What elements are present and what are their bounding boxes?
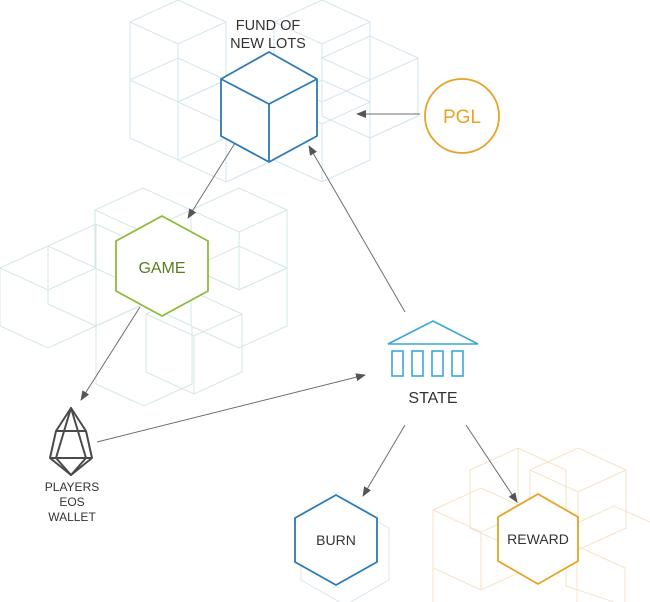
- wallet-node: PLAYERS EOS WALLET: [45, 407, 99, 524]
- state-label: STATE: [408, 390, 457, 407]
- cube-icon: [220, 51, 318, 163]
- reward-node: REWARD: [497, 492, 579, 586]
- fund-node: FUND OF NEW LOTS: [220, 18, 318, 163]
- game-label: GAME: [138, 260, 185, 277]
- pgl-node: PGL: [424, 78, 500, 154]
- pgl-circle: [424, 78, 500, 154]
- fund-label-line2: NEW LOTS: [230, 36, 306, 52]
- connectors: [80, 110, 518, 503]
- eos-logo-icon: [49, 407, 93, 476]
- burn-node: BURN: [294, 493, 378, 587]
- wallet-label-line3: WALLET: [48, 510, 96, 524]
- reward-label: REWARD: [507, 531, 569, 547]
- arrow-state-to-burn: [362, 424, 406, 497]
- state-node: STATE: [387, 320, 479, 407]
- reward-hexagon: [497, 492, 579, 586]
- arrow-wallet-to-state: [96, 373, 366, 443]
- game-hexagon: [115, 214, 209, 318]
- burn-label: BURN: [316, 532, 356, 548]
- wallet-label-line2: EOS: [59, 495, 84, 509]
- bank-building-icon: [387, 320, 479, 377]
- background-cubes-bottom-right: [432, 447, 650, 602]
- pgl-label: PGL: [443, 107, 481, 128]
- arrow-fund-to-game: [187, 142, 236, 219]
- arrow-state-to-reward: [465, 424, 518, 503]
- burn-hexagon: [294, 493, 378, 587]
- arrow-state-to-fund: [308, 145, 406, 313]
- game-node: GAME: [115, 214, 209, 318]
- fund-label-line1: FUND OF: [236, 18, 301, 34]
- wallet-label-line1: PLAYERS: [45, 480, 99, 494]
- arrow-game-to-wallet: [80, 306, 141, 401]
